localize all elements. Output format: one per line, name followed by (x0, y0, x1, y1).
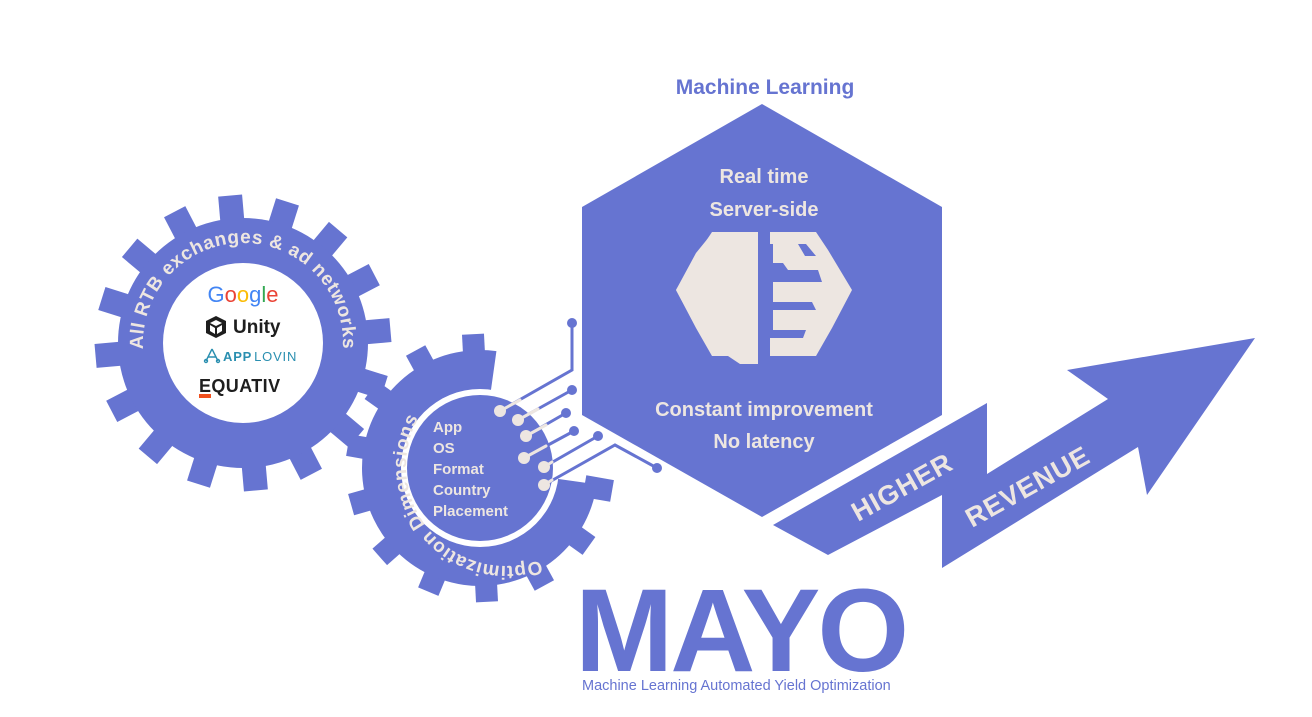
machine-learning-block: Machine Learning Real time Server-side C… (582, 76, 942, 517)
ml-line-latency: No latency (713, 431, 815, 453)
dimensions-list: App OS Format Country Placement (433, 419, 508, 520)
ml-line-serverside: Server-side (710, 199, 819, 221)
svg-text:Google: Google (207, 282, 278, 307)
revenue-arrow: HIGHER REVENUE (773, 338, 1255, 568)
svg-text:Unity: Unity (233, 317, 281, 338)
gear-hub (163, 263, 323, 423)
ml-line-realtime: Real time (720, 166, 809, 188)
mayo-tagline: Machine Learning Automated Yield Optimiz… (582, 678, 891, 694)
dimensions-gear: Optimization Dimensions App OS Format Co… (346, 333, 614, 603)
brand-block: MAYO Machine Learning Automated Yield Op… (575, 565, 909, 697)
google-logo: Google (207, 282, 278, 307)
ml-line-improvement: Constant improvement (655, 399, 873, 421)
dimension-os: OS (433, 440, 455, 457)
dimension-country: Country (433, 482, 491, 499)
brain-icon (676, 232, 852, 364)
dimension-format: Format (433, 461, 484, 478)
circuit-start-dots (494, 405, 550, 491)
unity-logo: Unity (206, 316, 281, 338)
dimension-placement: Placement (433, 503, 508, 520)
circuit-end-dots (561, 318, 662, 473)
hexagon-shape (582, 104, 942, 517)
arrow-segment-revenue (942, 338, 1255, 568)
ml-title: Machine Learning (676, 76, 855, 99)
arrow-segment-higher (773, 403, 987, 555)
applovin-triangle-icon (203, 348, 221, 364)
equativ-logo: EQUATIV (199, 376, 280, 398)
svg-text:EQUATIV: EQUATIV (199, 376, 280, 396)
exchanges-gear: All RTB exchanges & ad networks Google U… (94, 194, 392, 492)
unity-cube-icon (206, 316, 226, 338)
circuit-connectors (494, 318, 662, 491)
equativ-underline (199, 394, 211, 398)
dimension-app: App (433, 419, 462, 436)
gear-hub (407, 395, 553, 541)
mayo-wordmark: MAYO (575, 565, 906, 697)
